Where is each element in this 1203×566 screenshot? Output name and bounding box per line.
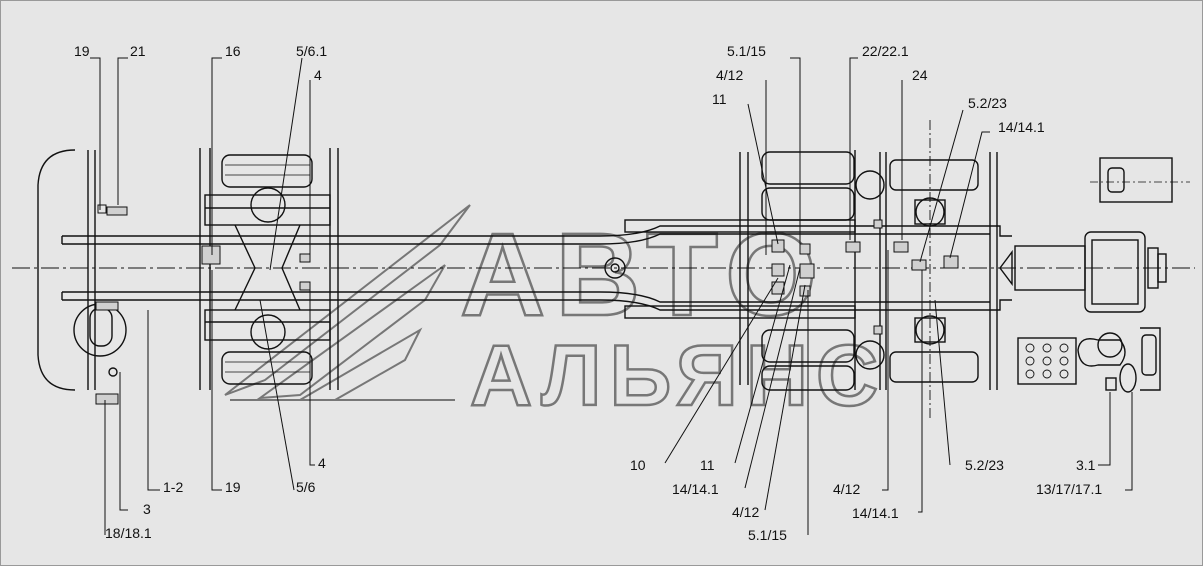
watermark-line1: АВТО [460,209,827,341]
part-label: 19 [225,479,241,495]
part-label: 3 [143,501,151,517]
rear-axle-2 [879,120,998,420]
part-label: 22/22.1 [862,43,909,59]
part-label: 5/6 [296,479,316,495]
part-label: 5.2/23 [968,95,1007,111]
fuel-equipment [1017,327,1161,393]
front-bumper [37,149,76,391]
part-label: 4/12 [716,67,743,83]
chassis-drawing [12,57,1195,535]
leader-lines [90,57,1133,535]
part-label: 5.2/23 [965,457,1004,473]
part-label: 4/12 [833,481,860,497]
part-label: 4/12 [732,504,759,520]
engine [999,231,1167,313]
part-label: 13/17/17.1 [1036,481,1102,497]
part-label: 4 [318,455,326,471]
rear-axle-1 [604,150,885,391]
part-label: 5.1/15 [727,43,766,59]
part-label: 3.1 [1076,457,1096,473]
components [95,204,959,405]
part-label: 14/14.1 [998,119,1045,135]
part-label: 11 [700,457,715,473]
part-label: 19 [74,43,90,59]
watermark: АВТО АЛЬЯНС [224,204,886,425]
part-label: 18/18.1 [105,525,152,541]
part-labels: 19 21 16 5/6.1 4 5.1/15 22/22.1 4/12 11 24 5.2/23 1… [74,43,1102,543]
battery-box [1090,157,1190,203]
part-label: 21 [130,43,146,59]
part-label: 1-2 [163,479,183,495]
part-label: 14/14.1 [852,505,899,521]
part-label: 16 [225,43,241,59]
watermark-line2: АЛЬЯНС [470,328,886,424]
part-label: 4 [314,67,322,83]
part-label: 24 [912,67,928,83]
part-label: 10 [630,457,646,473]
part-label: 5.1/15 [748,527,787,543]
part-label: 5/6.1 [296,43,327,59]
part-label: 11 [712,91,727,107]
part-label: 14/14.1 [672,481,719,497]
